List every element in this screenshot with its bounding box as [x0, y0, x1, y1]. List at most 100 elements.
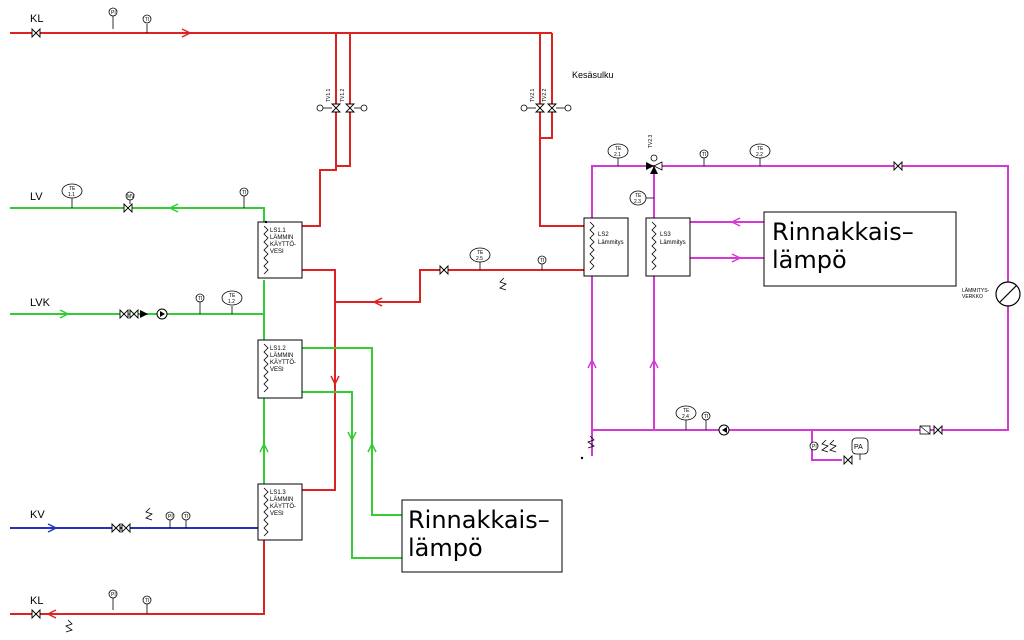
te25-bubble[interactable]	[469, 247, 491, 263]
strainer-heating[interactable]	[919, 425, 931, 435]
safety-valve-kv[interactable]	[145, 507, 153, 521]
pi-top-text: PI	[111, 10, 116, 16]
heating-network-symbol[interactable]: LÄMMITYS-VERKKO	[962, 281, 1021, 307]
parallel-heat-box-bottom[interactable]: Rinnakkais–lämpö	[401, 499, 563, 573]
tv23-label: TV2.3	[648, 134, 654, 148]
valve-lv[interactable]	[123, 202, 133, 214]
heating-network-label: LÄMMITYS-VERKKO	[962, 287, 990, 300]
parallel-heat-box-right[interactable]: Rinnakkais–lämpö	[763, 211, 957, 287]
te23-bubble[interactable]	[629, 190, 647, 206]
ti-ls2-text: TI	[540, 258, 544, 264]
domestic-water-pipes	[10, 207, 402, 559]
pi-kv[interactable]	[165, 511, 175, 521]
safety-valve-ls2[interactable]	[499, 277, 507, 291]
safety-valve-pa-1[interactable]	[821, 439, 829, 453]
ti-lvk[interactable]	[195, 293, 205, 303]
pi-bottom[interactable]	[108, 589, 118, 599]
three-way-valve-tv23[interactable]	[646, 154, 663, 174]
ti-top-text: TI	[145, 17, 149, 23]
safety-valve-kl[interactable]	[65, 619, 73, 633]
valve-kl-supply[interactable]	[31, 27, 41, 39]
pi-pa-text: PI	[812, 444, 817, 450]
flow-arrows	[46, 28, 742, 619]
te21-bubble[interactable]	[607, 143, 629, 159]
te24-bubble[interactable]	[675, 405, 697, 421]
line-label-lvk: LVK	[30, 297, 51, 309]
line-label-kl-supply: KL	[30, 13, 43, 25]
ti-heating-bottom[interactable]	[701, 411, 711, 421]
ti-heating-text: TI	[704, 414, 708, 420]
district-heating-supply-pipes	[10, 32, 584, 615]
heating-network-pipes	[591, 165, 1009, 461]
ti-kv[interactable]	[181, 511, 191, 521]
te12-bubble[interactable]	[221, 290, 243, 306]
ti-lvk-text: TI	[198, 296, 202, 302]
safety-valve-drain[interactable]	[587, 435, 595, 449]
pa-tank[interactable]	[851, 437, 869, 455]
line-label-kl-return: KL	[30, 595, 43, 607]
control-valve-tv21[interactable]	[534, 103, 546, 113]
ti-network-text: TI	[702, 152, 706, 158]
mv-text: MV	[127, 194, 135, 200]
control-valve-tv11[interactable]	[330, 103, 342, 113]
ti-network[interactable]	[699, 149, 709, 159]
pi-top[interactable]	[108, 7, 118, 17]
instruments	[61, 7, 869, 614]
ti-ls2-return[interactable]	[537, 255, 547, 265]
pa-text: PA	[854, 444, 863, 451]
control-valve-tv12[interactable]	[344, 103, 356, 113]
pi-pa[interactable]	[809, 441, 819, 451]
safety-valve-pa-2[interactable]	[829, 439, 837, 453]
valve-lvk-2[interactable]	[129, 308, 139, 320]
te22-bubble[interactable]	[749, 143, 771, 159]
pump-heating[interactable]	[718, 424, 730, 436]
valve-kv-2[interactable]	[121, 522, 131, 534]
tv22-label: TV2.2	[542, 88, 548, 102]
valve-ls2-return[interactable]	[439, 264, 449, 276]
control-valve-tv22[interactable]	[546, 103, 558, 113]
summer-shutoff-label: Kesäsulku	[572, 70, 614, 80]
ti-bottom[interactable]	[142, 595, 152, 605]
ti-lv-text: TI	[242, 190, 246, 196]
tv11-label: TV1.1	[326, 88, 332, 102]
line-label-kv: KV	[30, 509, 45, 521]
safety-valves	[65, 277, 837, 633]
tv12-label: TV1.2	[340, 88, 346, 102]
ti-bottom-text: TI	[145, 598, 149, 604]
valve-kv-1[interactable]	[111, 522, 121, 534]
parallel-heat-right-label: Rinnakkais–lämpö	[772, 218, 914, 274]
valve-kl-return[interactable]	[31, 608, 41, 620]
mv-bubble[interactable]	[125, 191, 135, 201]
parallel-heat-bottom-label: Rinnakkais–lämpö	[408, 506, 550, 562]
valve-network-top[interactable]	[893, 160, 903, 172]
pi-bottom-text: PI	[111, 592, 116, 598]
junction-dots	[264, 220, 584, 460]
te11-bubble[interactable]	[61, 183, 83, 199]
valve-network-bottom[interactable]	[933, 424, 943, 436]
ti-top[interactable]	[142, 14, 152, 24]
valve-pa[interactable]	[843, 454, 853, 466]
pump-lvk[interactable]	[140, 308, 168, 320]
tv21-label: TV2.1	[530, 88, 536, 102]
valve-actuators	[316, 104, 572, 112]
ti-lv[interactable]	[239, 187, 249, 197]
valve-lvk-1[interactable]	[119, 308, 129, 320]
